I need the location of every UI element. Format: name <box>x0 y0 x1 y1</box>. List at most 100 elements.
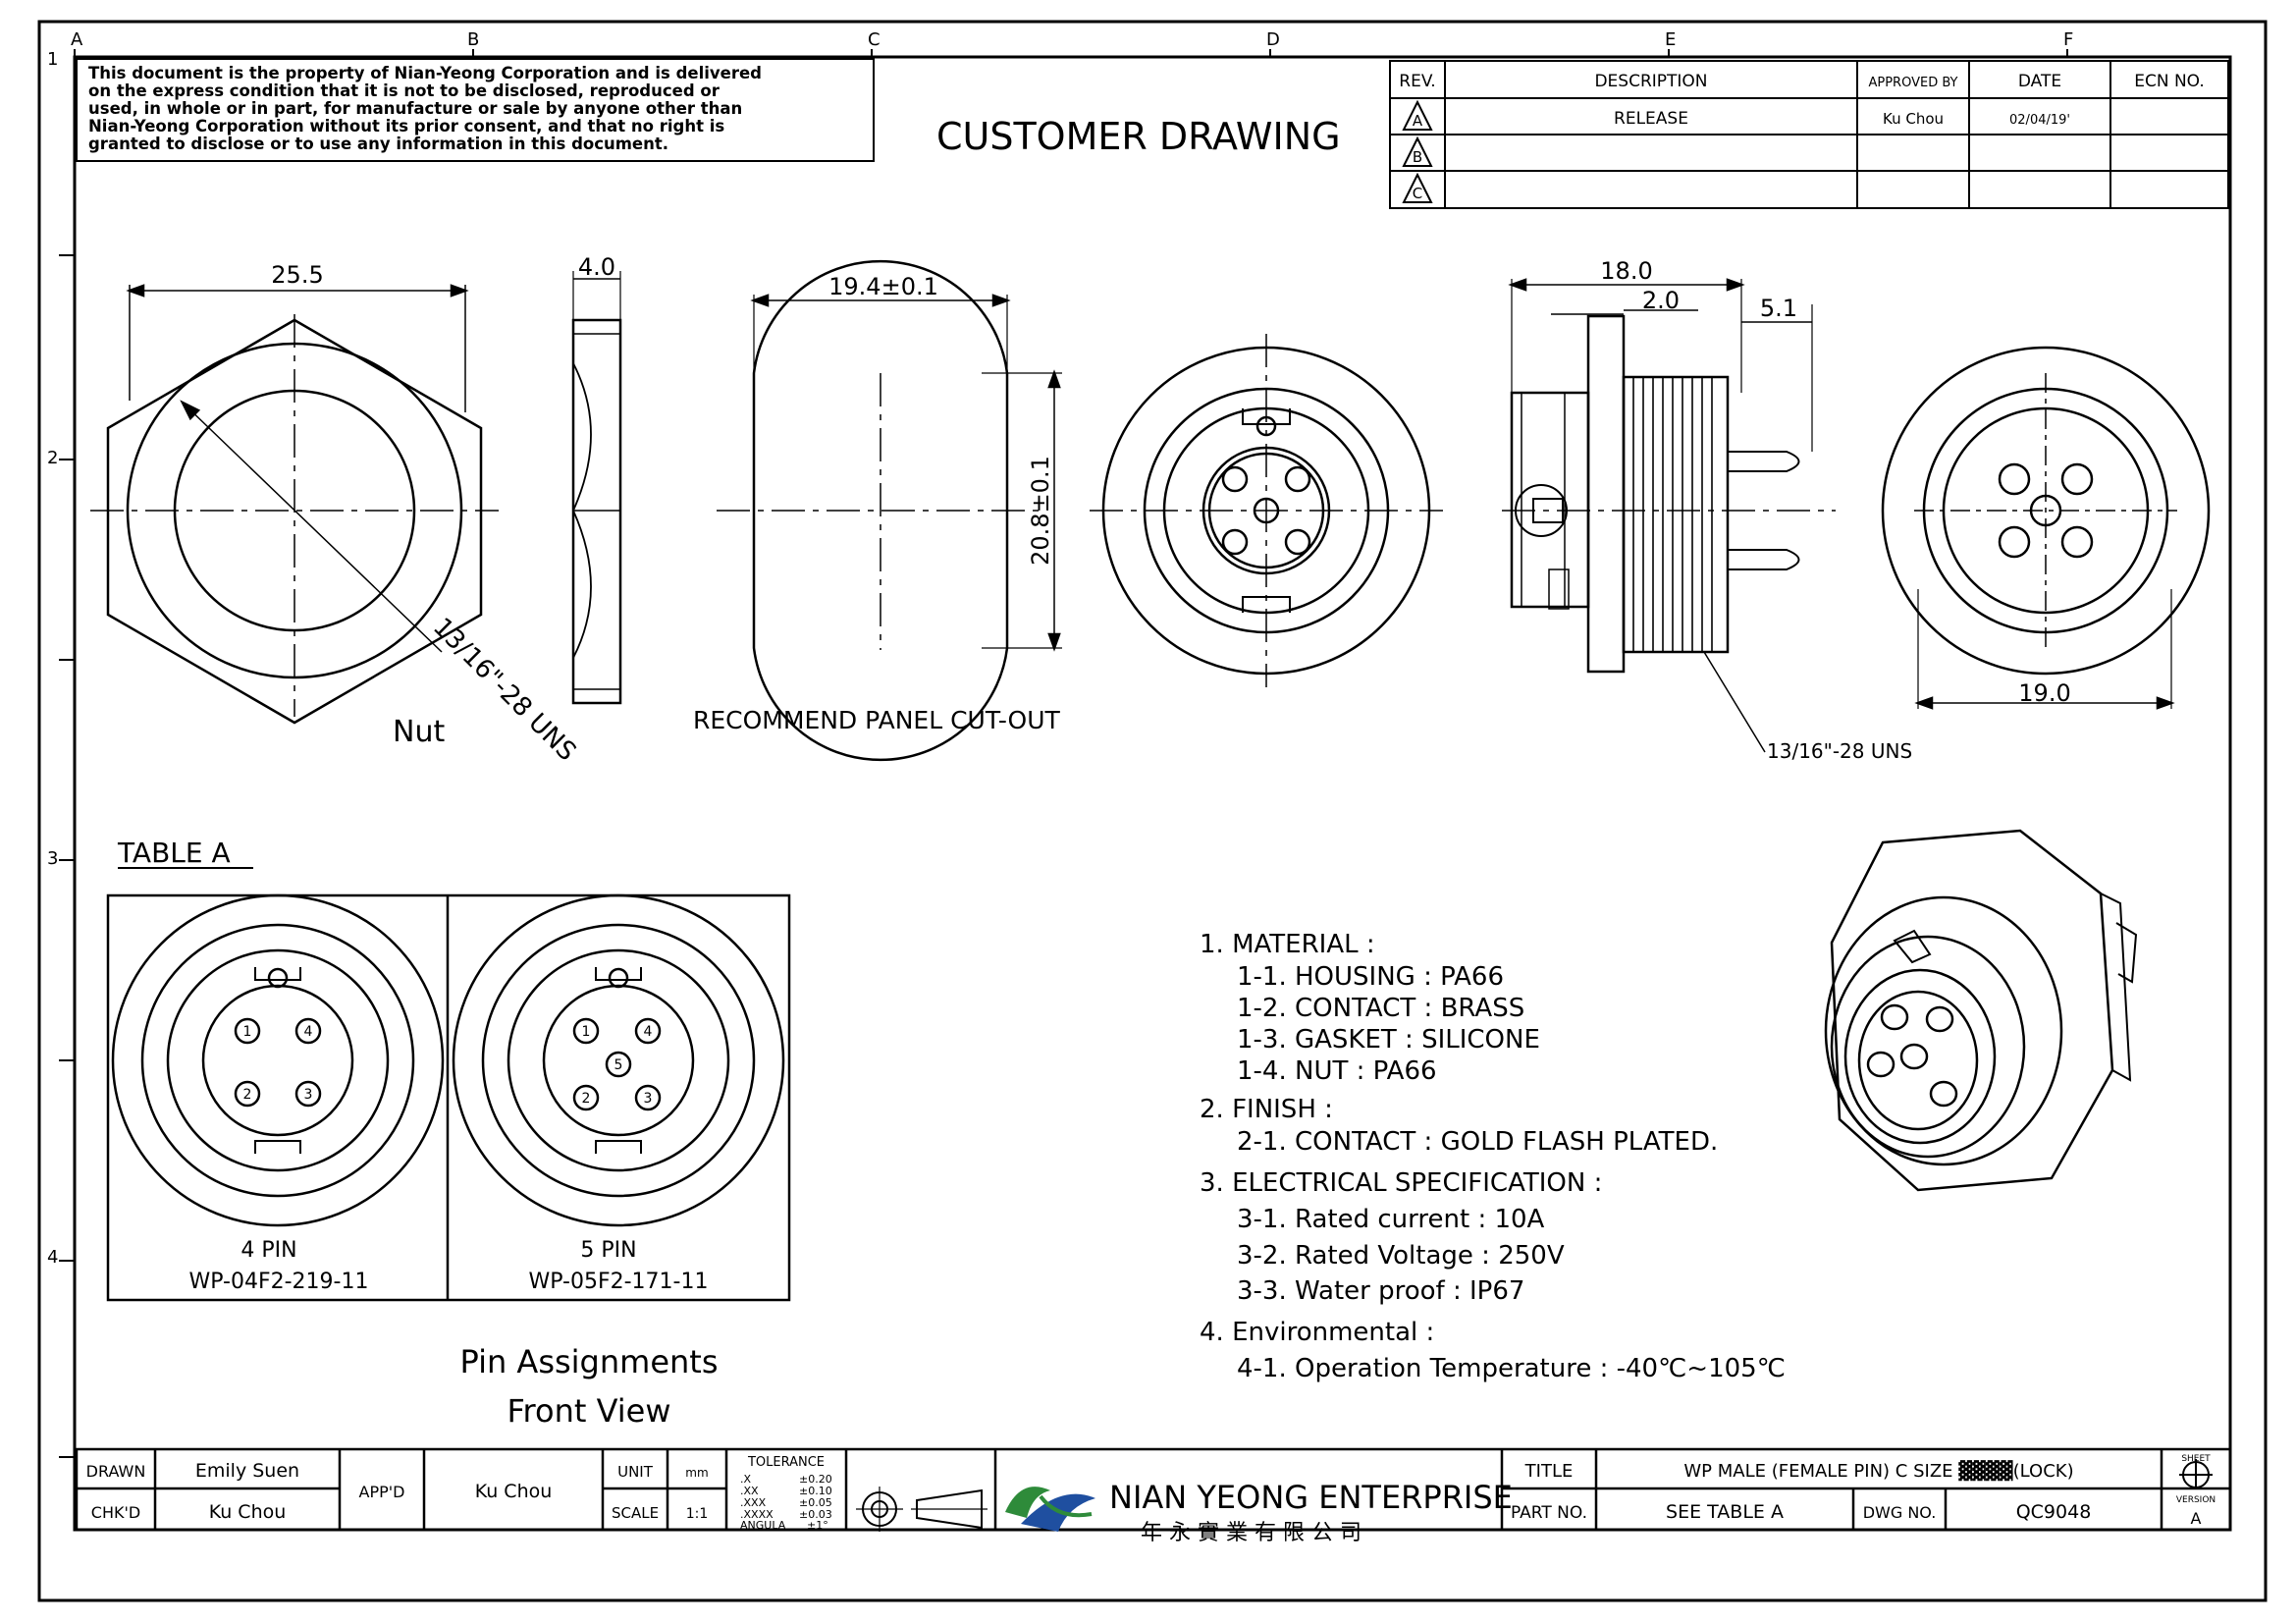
nut-thickness-dim: 4.0 <box>578 253 615 281</box>
pin-number: 3 <box>644 1091 653 1107</box>
nut-label: Nut <box>393 715 445 749</box>
note-line: 2. FINISH : <box>1200 1095 1333 1124</box>
tolerance-value: ±1° <box>807 1519 828 1532</box>
cutout-width-dim: 19.4±0.1 <box>828 273 938 300</box>
tolerance-value: ±0.20 <box>799 1473 832 1486</box>
spec-notes: 1. MATERIAL : 1-1. HOUSING : PA66 1-2. C… <box>1200 930 1786 1383</box>
checked-label: CHK'D <box>91 1503 140 1522</box>
unit-value: mm <box>685 1466 708 1480</box>
rev-header-ecn: ECN NO. <box>2134 72 2205 91</box>
tolerance-key: .XX <box>740 1485 759 1497</box>
dwg-label: DWG NO. <box>1863 1503 1937 1522</box>
pin-layout-5 <box>452 893 785 1227</box>
pin-number: 1 <box>582 1024 591 1040</box>
drawing-title: CUSTOMER DRAWING <box>936 115 1341 158</box>
zone-col-b: B <box>467 29 479 50</box>
nut-width-dim: 25.5 <box>271 261 323 289</box>
scale-value: 1:1 <box>686 1506 709 1522</box>
sheet-target-icon <box>2179 1459 2213 1488</box>
zone-col-c: C <box>868 29 881 50</box>
rev-a-description: RELEASE <box>1614 109 1688 129</box>
rev-header-rev: REV. <box>1399 72 1435 91</box>
zone-col-a: A <box>71 29 83 50</box>
pin-numbers-5: 1 4 5 2 3 <box>582 1024 653 1107</box>
pin-number: 4 <box>644 1024 653 1040</box>
cutout-label: RECOMMEND PANEL CUT-OUT <box>693 706 1061 734</box>
drawn-label: DRAWN <box>86 1462 146 1481</box>
title-label: TITLE <box>1524 1461 1574 1482</box>
zone-col-e: E <box>1665 29 1676 50</box>
notice-line: used, in whole or in part, for manufactu… <box>88 99 742 118</box>
note-line: 1-1. HOUSING : PA66 <box>1237 962 1504 992</box>
pin-caption-2: Front View <box>507 1392 670 1430</box>
note-line: 3-2. Rated Voltage : 250V <box>1237 1241 1565 1271</box>
side-thread-dim: 13/16"-28 UNS <box>1767 739 1912 763</box>
pin-numbers-4: 1 4 2 3 <box>243 1024 313 1103</box>
confidentiality-notice: This document is the property of Nian-Ye… <box>76 58 875 162</box>
tolerance-key: ANGULA <box>740 1519 786 1532</box>
nut-front-view <box>90 284 499 725</box>
projection-symbol-icon <box>856 1487 988 1532</box>
notice-line: Nian-Yeong Corporation without its prior… <box>88 117 724 135</box>
pin-count-4: 4 PIN <box>240 1238 296 1263</box>
connector-rear-view <box>1881 346 2211 710</box>
zone-col-d: D <box>1266 29 1280 50</box>
table-a-title: TABLE A <box>117 837 231 869</box>
rev-c-letter: C <box>1413 185 1422 202</box>
zone-markers <box>59 49 2068 1458</box>
tolerance-key: .XXXX <box>740 1508 774 1521</box>
unit-label: UNIT <box>617 1463 654 1481</box>
pin-caption-1: Pin Assignments <box>459 1343 718 1380</box>
approved-value: Ku Chou <box>475 1481 553 1502</box>
zone-row-3: 3 <box>47 848 58 869</box>
zone-labels: A B C D E F 1 2 3 4 <box>47 29 2073 1268</box>
part-number-5: WP-05F2-171-11 <box>529 1270 709 1294</box>
connector-side-view <box>1502 278 1836 753</box>
connector-isometric-view <box>1824 829 2138 1192</box>
note-line: 1-4. NUT : PA66 <box>1237 1056 1437 1086</box>
tolerance-value: ±0.05 <box>799 1496 832 1509</box>
zone-row-1: 1 <box>47 49 58 70</box>
rev-header-approved: APPROVED BY <box>1868 76 1957 90</box>
version-label: VERSION <box>2176 1495 2216 1505</box>
revision-text: REV. DESCRIPTION APPROVED BY DATE ECN NO… <box>1399 72 2204 202</box>
zone-row-4: 4 <box>47 1247 58 1268</box>
tolerance-value: ±0.10 <box>799 1485 832 1497</box>
side-tail-dim: 5.1 <box>1760 295 1797 322</box>
title-value: WP MALE (FEMALE PIN) C SIZE ▓▓▓▓(LOCK) <box>1683 1460 2073 1482</box>
company-name: NIAN YEONG ENTERPRISE <box>1109 1479 1513 1516</box>
notice-line: on the express condition that it is not … <box>88 81 721 100</box>
checked-value: Ku Chou <box>209 1501 287 1523</box>
zone-col-f: F <box>2063 29 2073 50</box>
note-line: 4. Environmental : <box>1200 1318 1434 1347</box>
dwg-value: QC9048 <box>2016 1501 2092 1523</box>
note-line: 3-3. Water proof : IP67 <box>1237 1276 1524 1306</box>
pin-layout-4 <box>111 893 445 1227</box>
pin-number: 3 <box>304 1087 313 1103</box>
nut-thread-dim: 13/16"-28 UNS <box>427 613 581 767</box>
rev-b-letter: B <box>1413 148 1422 166</box>
cutout-height-dim: 20.8±0.1 <box>1027 456 1054 566</box>
tolerance-key: .X <box>740 1473 751 1486</box>
pin-number: 2 <box>243 1087 252 1103</box>
zone-row-2: 2 <box>47 448 58 468</box>
panel-cutout-view <box>717 259 1062 762</box>
part-number-4: WP-04F2-219-11 <box>189 1270 369 1294</box>
nut-side-view <box>571 271 622 705</box>
rev-header-date: DATE <box>2018 72 2061 91</box>
note-line: 4-1. Operation Temperature : -40℃~105℃ <box>1237 1354 1786 1383</box>
note-line: 3-1. Rated current : 10A <box>1237 1205 1545 1234</box>
note-line: 1-2. CONTACT : BRASS <box>1237 994 1524 1023</box>
pin-number: 5 <box>614 1057 623 1073</box>
tolerance-key: .XXX <box>740 1496 767 1509</box>
side-length-dim: 18.0 <box>1600 257 1652 285</box>
outer-frame <box>37 20 2268 1602</box>
part-label: PART NO. <box>1511 1503 1587 1523</box>
pin-number: 4 <box>304 1024 313 1040</box>
rev-header-description: DESCRIPTION <box>1594 72 1707 91</box>
title-block-grid <box>75 1447 2232 1532</box>
pin-number: 2 <box>582 1091 591 1107</box>
pin-number: 1 <box>243 1024 252 1040</box>
version-value: A <box>2191 1509 2202 1528</box>
